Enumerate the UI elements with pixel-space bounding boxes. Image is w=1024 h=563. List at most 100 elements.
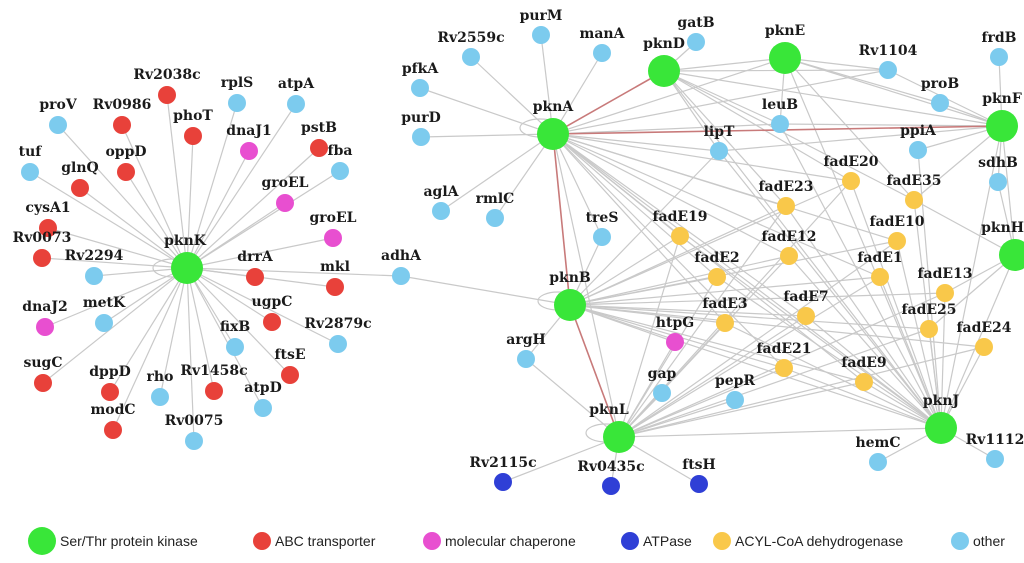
edge-pknA-rmlC — [494, 133, 554, 219]
edge-adhA-pknB — [400, 275, 571, 306]
node-Rv1112 — [986, 450, 1004, 468]
edge-pknL-fadE9 — [618, 381, 865, 438]
node-fadE19 — [671, 227, 689, 245]
node-drrA — [246, 268, 264, 286]
node-label-tuf: tuf — [19, 144, 43, 160]
edge-pknF-leuB — [779, 123, 1003, 127]
node-fadE12 — [780, 247, 798, 265]
node-label-fixB: fixB — [220, 319, 251, 335]
edge-pknA-aglA — [440, 133, 554, 212]
node-label-pknF: pknF — [982, 91, 1022, 107]
edge-pknL-pknJ — [618, 427, 942, 438]
node-fadE24 — [975, 338, 993, 356]
edge-pknE-pknF — [784, 57, 1003, 127]
edge-pknD-fadE20 — [663, 70, 852, 182]
node-pknL — [603, 421, 635, 453]
node-leuB — [771, 115, 789, 133]
node-label-Rv0986: Rv0986 — [93, 97, 152, 113]
node-label-fadE12: fadE12 — [761, 229, 816, 245]
node-label-fadE20: fadE20 — [823, 154, 878, 170]
node-Rv0986 — [113, 116, 131, 134]
node-cysA1 — [39, 219, 57, 237]
node-mkl — [326, 278, 344, 296]
node-gap — [653, 384, 671, 402]
node-label-frdB: frdB — [981, 30, 1016, 46]
edge-pknH-fadE35 — [913, 199, 1016, 256]
node-label-dppD: dppD — [89, 364, 131, 380]
node-Rv2115c — [494, 473, 512, 491]
edge-pknK-atpD — [186, 267, 264, 409]
edge-pknD-leuB — [663, 70, 781, 125]
node-rmlC — [486, 209, 504, 227]
node-label-dnaJ1: dnaJ1 — [226, 123, 271, 139]
node-label-Rv0435c: Rv0435c — [577, 459, 644, 475]
node-label-fadE19: fadE19 — [652, 209, 707, 225]
edge-pknL-fadE25 — [618, 328, 930, 438]
edge-pknJ-fadE10 — [896, 240, 942, 429]
edge-pknA-fadE21 — [552, 133, 785, 369]
node-rplS — [228, 94, 246, 112]
edge-pknB-fadE10 — [569, 240, 898, 306]
edge-pknK-Rv2879c — [186, 267, 339, 345]
edge-pknJ-fadE23 — [785, 205, 942, 429]
edge-pknJ-fadE25 — [928, 328, 942, 429]
node-label-dnaJ2: dnaJ2 — [22, 299, 67, 315]
node-label-atpA: atpA — [278, 76, 315, 92]
node-treS — [593, 228, 611, 246]
legend-label-chaperone: molecular chaperone — [445, 533, 576, 549]
node-Rv0075 — [185, 432, 203, 450]
node-dnaJ1 — [240, 142, 258, 160]
node-label-phoT: phoT — [173, 108, 213, 124]
node-label-fadE1: fadE1 — [857, 250, 902, 266]
node-label-hemC: hemC — [855, 435, 900, 451]
edge-pknK-Rv0986 — [121, 124, 188, 269]
legend-swatch-abc — [253, 532, 271, 550]
node-label-adhA: adhA — [381, 248, 422, 264]
edge-pknA-treS — [552, 133, 603, 238]
node-label-groEL1: groEL — [261, 175, 308, 191]
node-label-pknA: pknA — [533, 99, 575, 115]
legend-label-acyl: ACYL-CoA dehydrogenase — [735, 533, 903, 549]
edge-pknK-sugC — [42, 267, 188, 384]
node-label-pknH: pknH — [981, 220, 1024, 236]
node-label-pknB: pknB — [549, 270, 591, 286]
node-proB — [931, 94, 949, 112]
node-label-metK: metK — [83, 295, 126, 311]
legend-label-atpase: ATPase — [643, 533, 692, 549]
node-label-fadE9: fadE9 — [841, 355, 886, 371]
node-label-fadE25: fadE25 — [901, 302, 956, 318]
legend-label-kinase: Ser/Thr protein kinase — [60, 533, 198, 549]
node-pknJ — [925, 412, 957, 444]
edge-pknA-fadE20 — [552, 133, 852, 182]
node-fadE9 — [855, 373, 873, 391]
node-label-Rv1458c: Rv1458c — [180, 363, 247, 379]
node-label-fadE3: fadE3 — [702, 296, 747, 312]
edge-pknJ-fadE21 — [783, 367, 942, 429]
node-fba — [331, 162, 349, 180]
node-label-fadE21: fadE21 — [756, 341, 811, 357]
edge-pknF-fadE35 — [913, 125, 1003, 201]
edge-pknK-dnaJ1 — [186, 150, 250, 269]
node-Rv0435c — [602, 477, 620, 495]
edge-pknA-leuB — [552, 123, 781, 135]
node-Rv0073 — [33, 249, 51, 267]
node-label-argH: argH — [506, 332, 545, 348]
node-label-Rv0075: Rv0075 — [165, 413, 224, 429]
edge-pknH-fadE25 — [928, 254, 1016, 330]
edge-pknL-fadE1 — [618, 276, 881, 438]
node-fadE13 — [936, 284, 954, 302]
node-proV — [49, 116, 67, 134]
edge-pknD-fadE23 — [663, 70, 787, 207]
node-label-pknD: pknD — [643, 36, 685, 52]
node-manA — [593, 44, 611, 62]
node-argH — [517, 350, 535, 368]
edge-pknD-pknE — [663, 57, 786, 72]
node-lipT — [710, 142, 728, 160]
edge-pknD-fadE35 — [663, 70, 915, 201]
edge-pknK-groEL1 — [186, 202, 286, 269]
legend-swatch-kinase — [28, 527, 56, 555]
node-label-fadE13: fadE13 — [917, 266, 972, 282]
node-groEL2 — [324, 229, 342, 247]
node-label-pstB: pstB — [301, 120, 337, 136]
